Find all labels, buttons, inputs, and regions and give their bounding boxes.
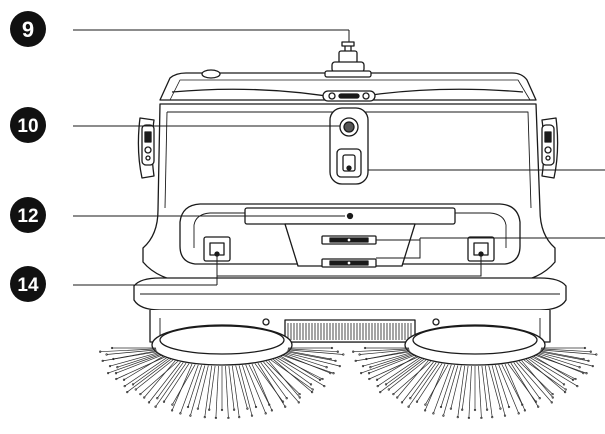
callout-10: 10 <box>10 107 46 143</box>
left-side-brush-bristles <box>99 346 345 420</box>
callout-9-label: 9 <box>22 17 34 42</box>
left-side-brush-hub <box>151 324 293 366</box>
left-side-handle <box>137 117 155 179</box>
callout-9: 9 <box>10 11 46 47</box>
callout-12-label: 12 <box>17 206 38 227</box>
callout-14: 14 <box>10 266 46 302</box>
beacon-light <box>324 41 372 78</box>
right-side-brush-bristles <box>352 346 598 420</box>
main-roller-brush <box>284 319 416 343</box>
leader-lines <box>73 29 605 286</box>
center-trapezoid <box>284 223 416 267</box>
callout-12: 12 <box>10 197 46 233</box>
callout-14-label: 14 <box>17 275 39 296</box>
sweeper-machine <box>99 41 598 420</box>
control-pod <box>329 107 369 185</box>
right-side-handle <box>541 117 559 179</box>
right-side-brush-hub <box>404 324 546 366</box>
callout-10-label: 10 <box>17 116 38 137</box>
lid-knob <box>201 69 221 79</box>
